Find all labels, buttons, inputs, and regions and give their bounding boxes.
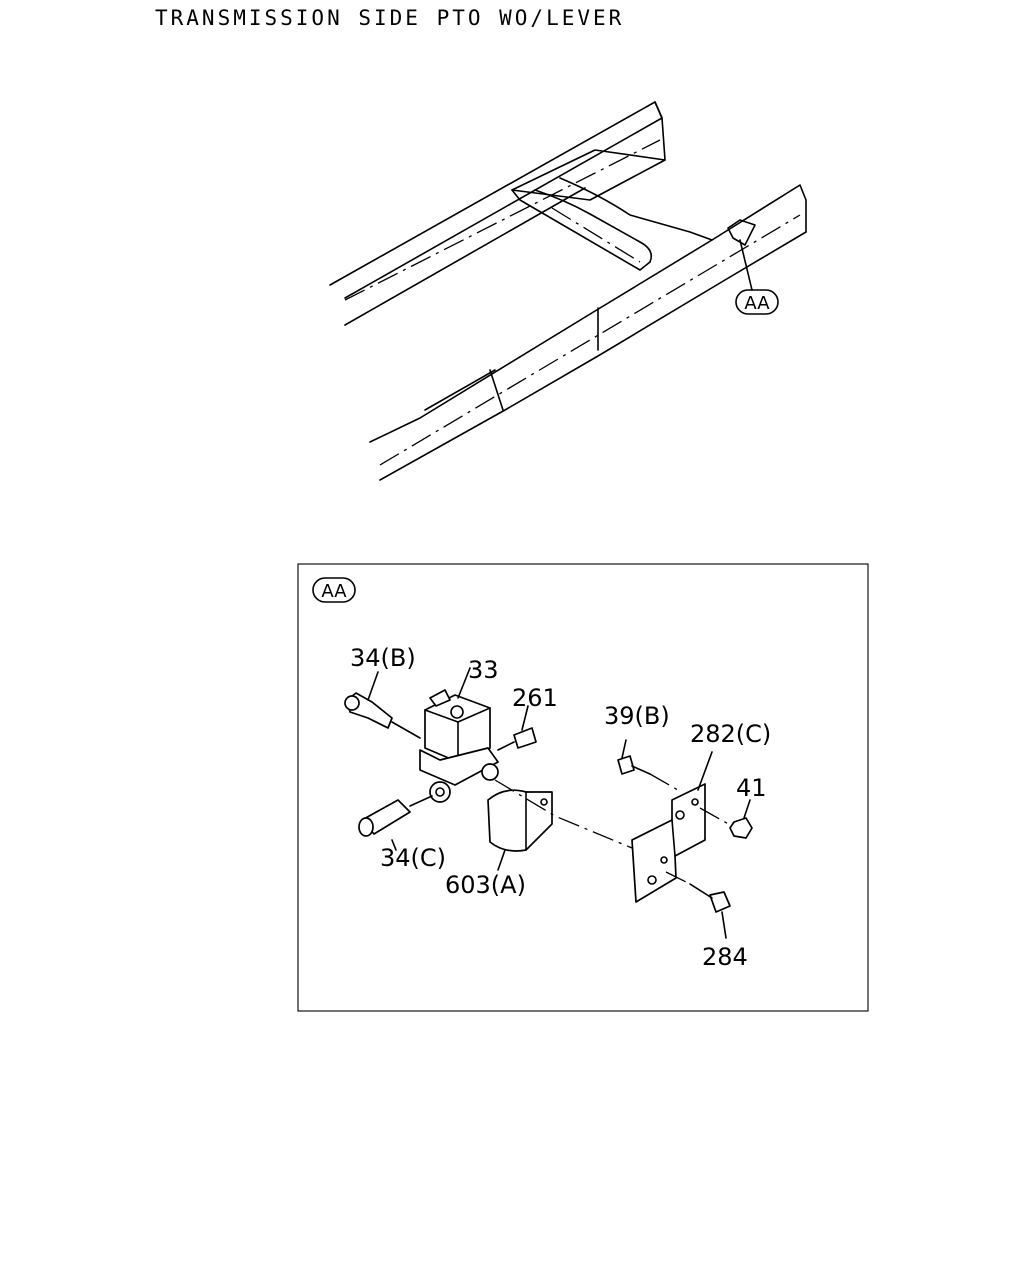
- solenoid-valve-33: [419, 667, 499, 803]
- label-282c: 282(C): [690, 720, 771, 748]
- svg-text:AA: AA: [744, 293, 770, 314]
- label-261: 261: [512, 684, 558, 712]
- part-labels: 34(B) 33 261 39(B) 282(C) 41 34(C) 603(A…: [350, 644, 771, 971]
- label-603a: 603(A): [445, 871, 526, 899]
- label-33: 33: [468, 656, 499, 684]
- nut-41: [699, 799, 753, 839]
- bolt-284: [665, 871, 731, 939]
- bolt-39b: [617, 739, 679, 791]
- page-title: TRANSMISSION SIDE PTO WO/LEVER: [155, 6, 625, 30]
- chassis-frame-drawing: [329, 101, 807, 481]
- connector-34c: [358, 795, 433, 851]
- label-41: 41: [736, 774, 767, 802]
- overview-callout-aa: AA: [735, 289, 779, 315]
- clamp-603a: [487, 779, 633, 871]
- bracket-282c: [631, 751, 713, 903]
- svg-text:AA: AA: [321, 581, 347, 602]
- connector-34b: [344, 671, 421, 739]
- plug-261: [497, 705, 537, 751]
- label-34c: 34(C): [380, 844, 446, 872]
- detail-callout-aa: AA: [312, 577, 356, 603]
- label-39b: 39(B): [604, 702, 670, 730]
- label-34b: 34(B): [350, 644, 416, 672]
- label-284: 284: [702, 943, 748, 971]
- detail-view-frame: [297, 563, 869, 1012]
